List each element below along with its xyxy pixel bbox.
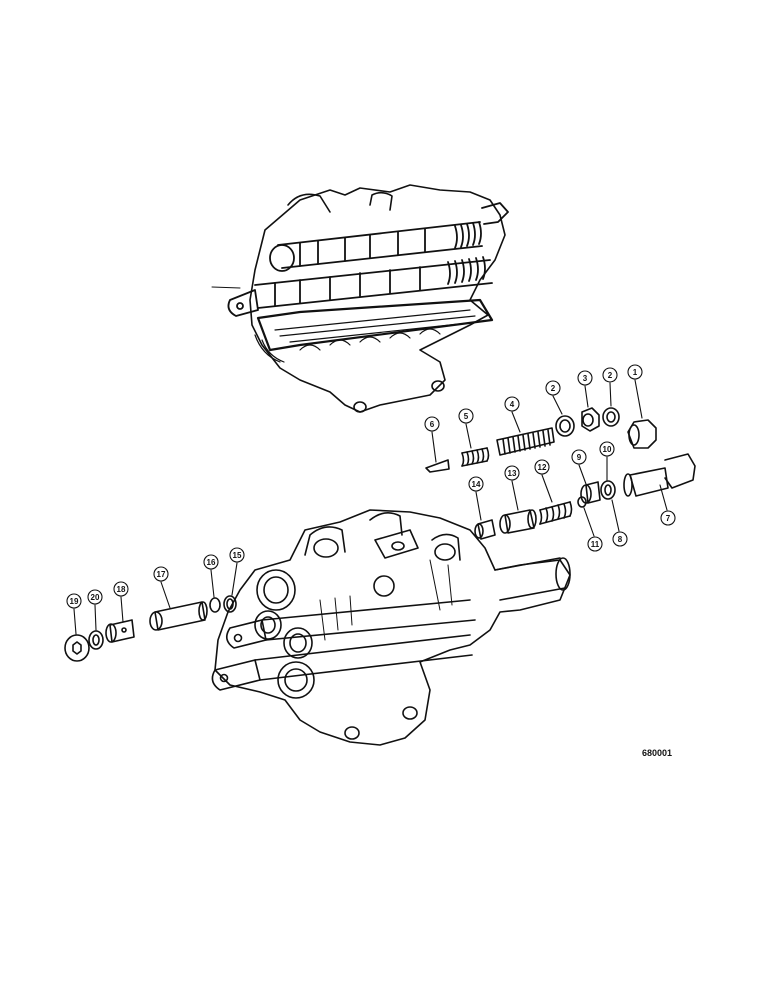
part-row-left bbox=[64, 595, 237, 662]
part-3-nut bbox=[581, 407, 600, 432]
lower-top-bosses bbox=[304, 512, 461, 597]
part-19-socket-plug bbox=[64, 634, 90, 662]
callout-2b-label: 2 bbox=[608, 371, 613, 380]
callout-bubbles: 1 2 3 2 4 5 6 7 bbox=[66, 364, 676, 609]
callout-6-label: 6 bbox=[430, 420, 435, 429]
upper-cutaway-face bbox=[256, 298, 494, 352]
callout-20: 20 bbox=[87, 589, 103, 605]
lower-spool-clevis-lower bbox=[211, 634, 473, 691]
callout-15-label: 15 bbox=[233, 551, 242, 560]
callout-4-label: 4 bbox=[510, 400, 515, 409]
part-18-collar bbox=[105, 619, 135, 643]
upper-mounting-holes bbox=[353, 380, 445, 413]
callout-4: 4 bbox=[504, 396, 520, 412]
callout-19: 19 bbox=[66, 593, 82, 609]
part-12-spring bbox=[539, 501, 573, 525]
callout-17-label: 17 bbox=[157, 570, 166, 579]
part-2-washer-left bbox=[555, 415, 575, 437]
part-7-plug-fitting bbox=[623, 453, 696, 497]
lower-front-bores bbox=[254, 569, 315, 699]
drawing-id: 680001 bbox=[642, 748, 672, 758]
callout-1: 1 bbox=[627, 364, 643, 380]
callout-16: 16 bbox=[203, 554, 219, 570]
upper-cutaway-valve-assembly bbox=[211, 184, 509, 413]
callout-8: 8 bbox=[612, 531, 628, 547]
callout-7: 7 bbox=[660, 510, 676, 526]
callout-5: 5 bbox=[458, 408, 474, 424]
part-17-sleeve-tube bbox=[149, 601, 208, 631]
callout-1-label: 1 bbox=[633, 368, 638, 377]
callout-8-label: 8 bbox=[618, 535, 623, 544]
callout-3: 3 bbox=[577, 370, 593, 386]
callout-10-label: 10 bbox=[603, 445, 612, 454]
part-9-valve-seat bbox=[580, 481, 601, 504]
callout-12-label: 12 bbox=[538, 463, 547, 472]
lower-mounting-holes bbox=[344, 706, 418, 740]
callout-19-label: 19 bbox=[70, 597, 79, 606]
part-4-adjusting-screw bbox=[496, 427, 555, 456]
callout-14-label: 14 bbox=[472, 480, 481, 489]
lower-spool bbox=[227, 256, 493, 317]
callout-15: 15 bbox=[229, 547, 245, 563]
callout-12: 12 bbox=[534, 459, 550, 475]
callout-9: 9 bbox=[571, 449, 587, 465]
lower-housing-outline bbox=[214, 509, 571, 746]
callout-11: 11 bbox=[587, 536, 603, 552]
callout-17: 17 bbox=[153, 566, 169, 582]
callout-2a-label: 2 bbox=[551, 384, 556, 393]
part-row-upper bbox=[425, 407, 657, 473]
callout-2b: 2 bbox=[602, 367, 618, 383]
callout-16-label: 16 bbox=[207, 558, 216, 567]
callout-9-label: 9 bbox=[577, 453, 582, 462]
callout-10: 10 bbox=[599, 441, 615, 457]
callout-20-label: 20 bbox=[91, 593, 100, 602]
part-11-ring bbox=[577, 496, 587, 508]
callout-3-label: 3 bbox=[583, 374, 588, 383]
callout-18: 18 bbox=[113, 581, 129, 597]
part-6-poppet bbox=[425, 459, 450, 473]
callout-13: 13 bbox=[504, 465, 520, 481]
part-2-washer-right bbox=[602, 407, 620, 427]
callout-6: 6 bbox=[424, 416, 440, 432]
part-20-o-ring bbox=[88, 630, 104, 650]
part-14-sleeve bbox=[474, 519, 496, 540]
part-row-middle bbox=[474, 453, 696, 540]
lower-spool-clevis-upper bbox=[226, 599, 476, 649]
lower-right-spool bbox=[494, 557, 571, 601]
part-16-ring bbox=[209, 597, 221, 613]
upper-centerline bbox=[211, 286, 241, 289]
upper-left-boss bbox=[287, 193, 331, 213]
upper-spool bbox=[269, 202, 509, 272]
part-10-o-ring bbox=[600, 480, 616, 500]
callout-18-label: 18 bbox=[117, 585, 126, 594]
callout-2a: 2 bbox=[545, 380, 561, 396]
lower-valve-housing bbox=[211, 509, 571, 746]
lower-housing-shading bbox=[319, 559, 453, 641]
callout-7-label: 7 bbox=[666, 514, 671, 523]
upper-top-boss bbox=[369, 191, 393, 211]
upper-housing-outline bbox=[249, 184, 506, 413]
part-13-piston bbox=[499, 509, 537, 534]
callout-11-label: 11 bbox=[591, 540, 600, 549]
lower-top-port bbox=[374, 529, 419, 559]
callout-13-label: 13 bbox=[508, 469, 517, 478]
lower-top-port-hole bbox=[391, 541, 405, 551]
part-15-ring bbox=[223, 595, 237, 613]
callout-14: 14 bbox=[468, 476, 484, 492]
callout-5-label: 5 bbox=[464, 412, 469, 421]
part-5-spring bbox=[461, 447, 490, 467]
part-1-cap-nut bbox=[627, 419, 657, 449]
upper-internal-passages bbox=[254, 309, 479, 363]
callout-leader-lines bbox=[73, 379, 668, 635]
